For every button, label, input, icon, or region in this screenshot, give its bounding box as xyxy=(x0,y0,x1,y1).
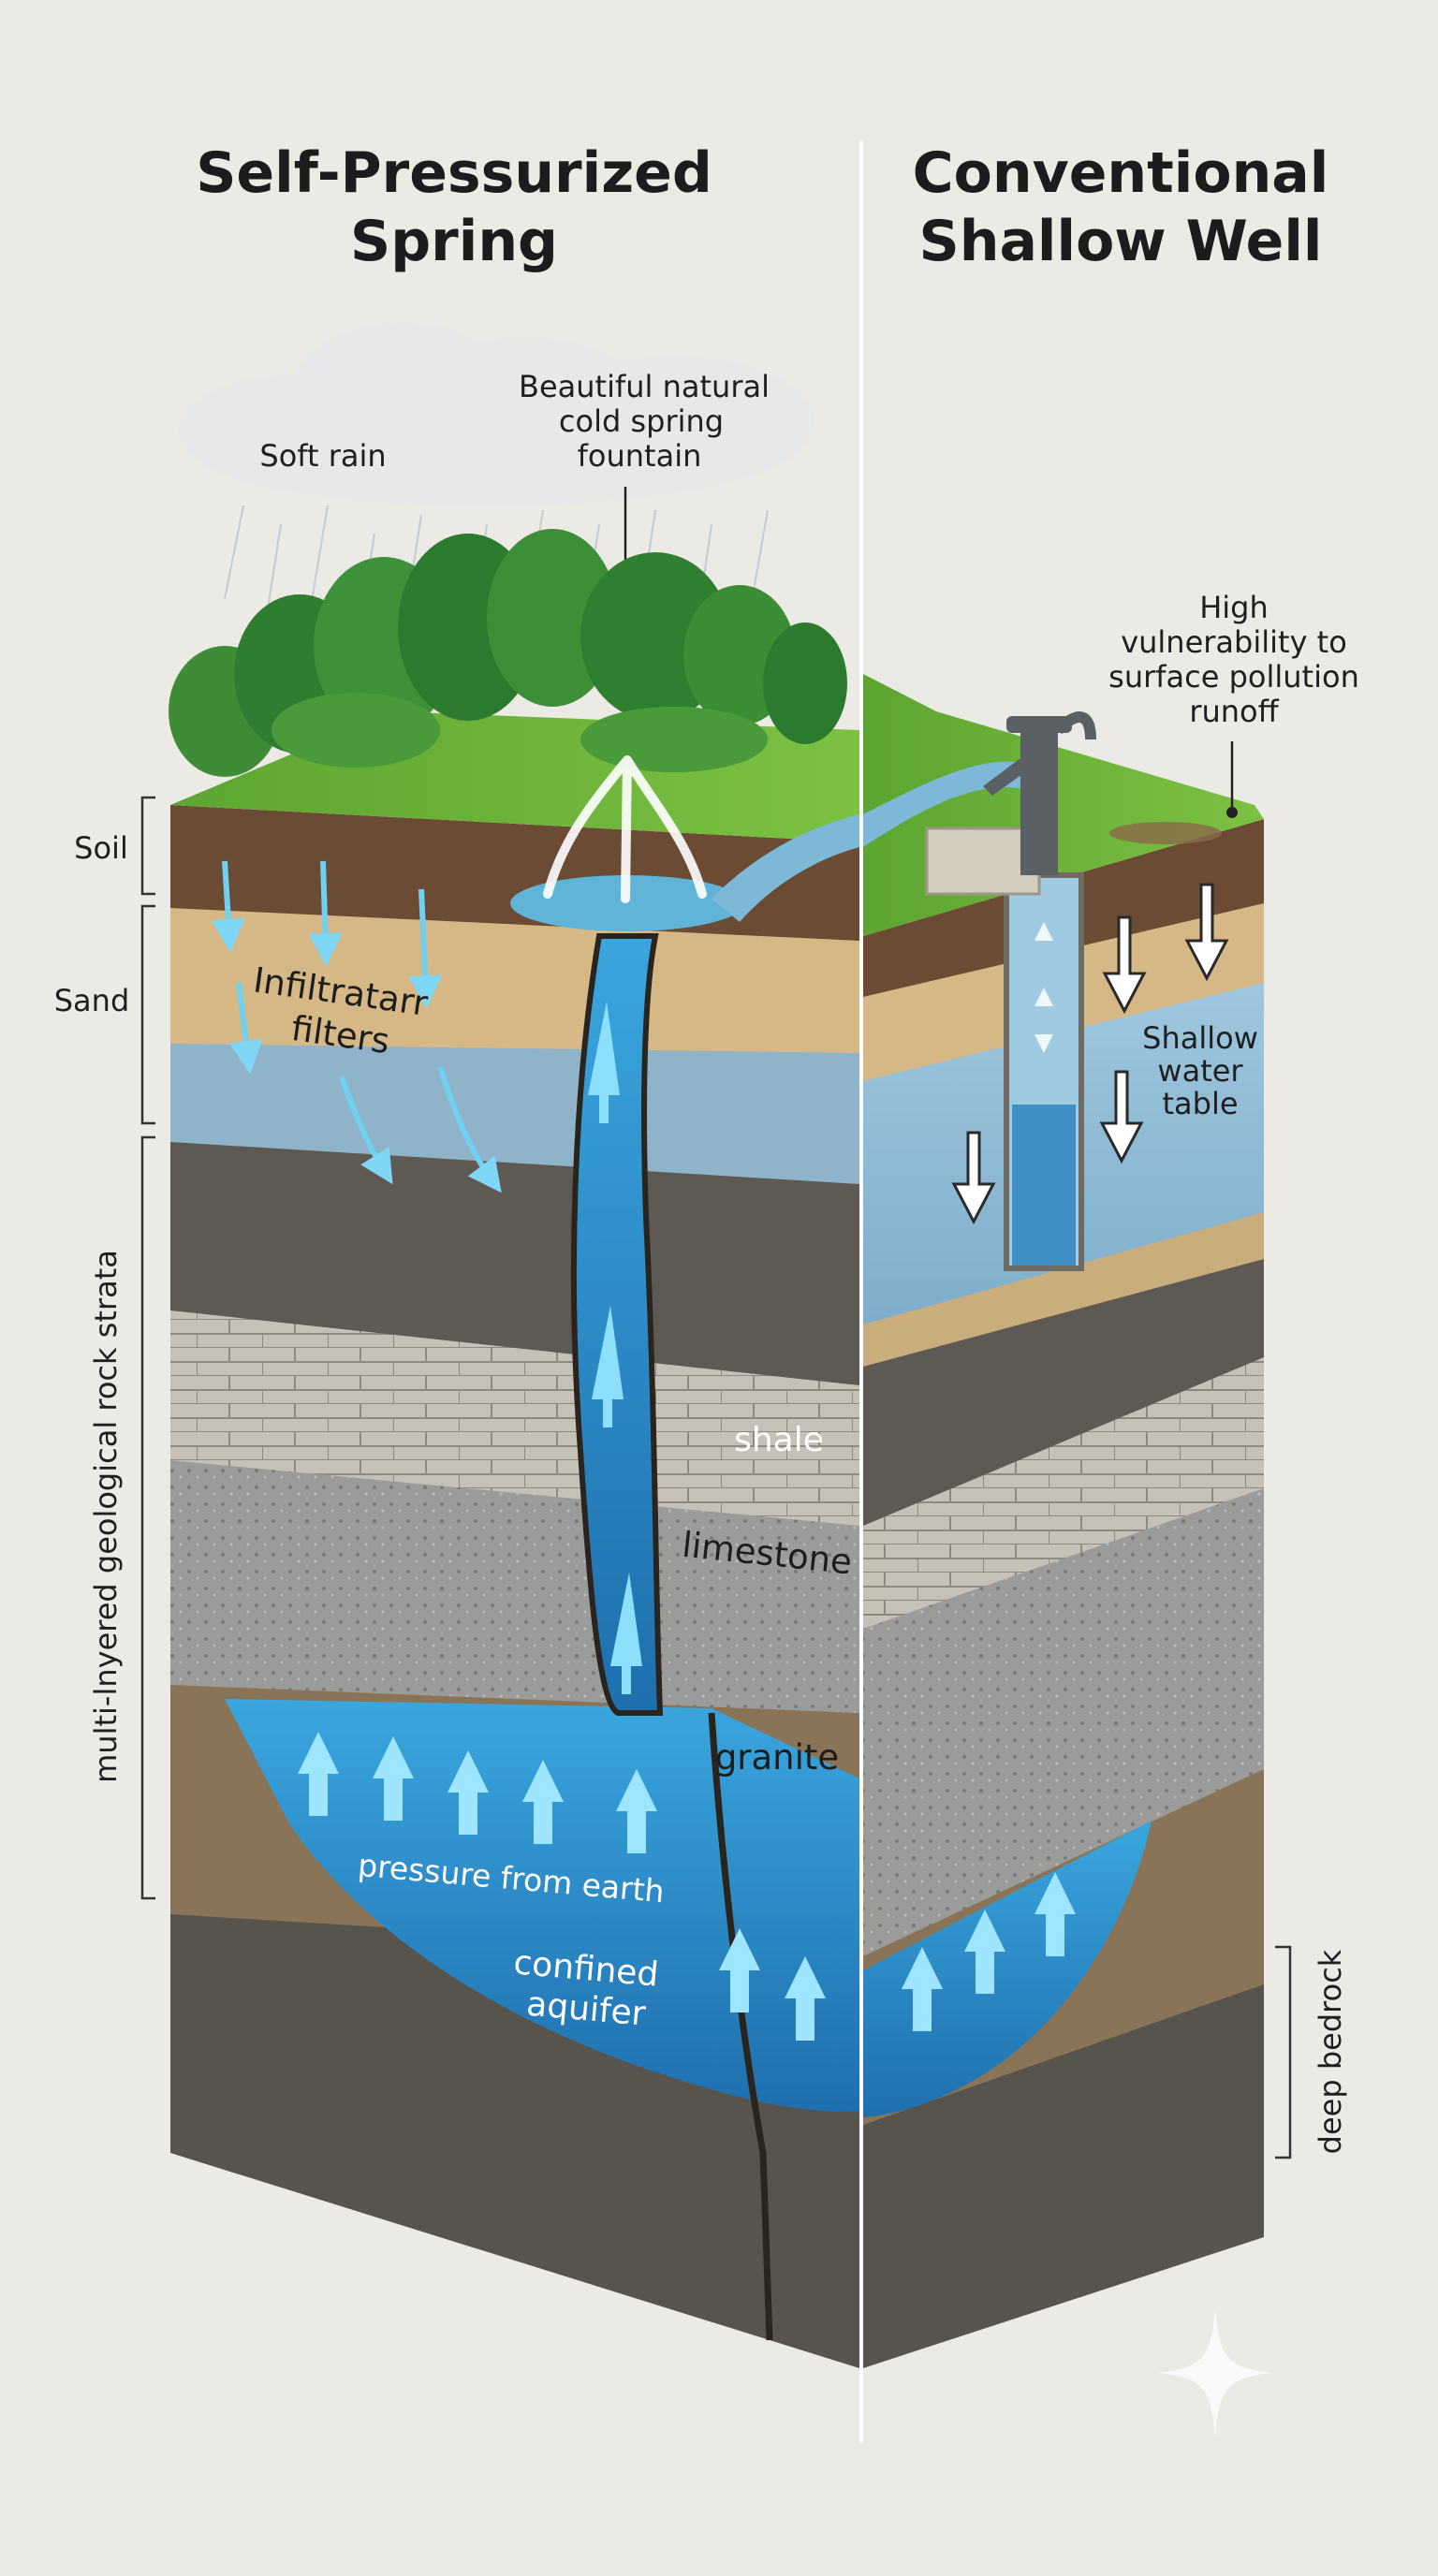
pollution-arrow-2 xyxy=(1184,883,1229,982)
right-shale-layer xyxy=(863,1254,1264,1526)
fountain-label-line1: Beautiful natural xyxy=(519,369,770,404)
bedrock-label: deep bedrock xyxy=(1313,1949,1348,2154)
shallow-label-line1: Shallow xyxy=(1142,1020,1258,1056)
title-left-line2: Spring xyxy=(350,209,558,274)
pollution-label-line4: runoff xyxy=(1189,694,1279,729)
infiltration-arrows xyxy=(211,860,502,1193)
conduit-up-arrow-2 xyxy=(592,1306,624,1427)
conduit-arrows xyxy=(588,1002,642,1694)
sand-bracket xyxy=(140,904,155,1125)
pollution-label-line3: surface pollution xyxy=(1108,659,1359,695)
pollution-down-arrows xyxy=(951,883,1229,1225)
sparkle-icon xyxy=(1157,2307,1273,2438)
shallow-label-line2: water xyxy=(1157,1053,1243,1089)
river-surface xyxy=(712,814,859,922)
left-granite-layer xyxy=(170,1456,859,1713)
soil-bracket xyxy=(140,796,155,896)
pressure-arrow-7 xyxy=(785,1956,826,2041)
infiltration-arrow-1 xyxy=(211,860,245,953)
right-pressure-arrows xyxy=(902,1872,1076,2031)
sand-label: Sand xyxy=(54,983,130,1018)
hand-pump-icon xyxy=(983,711,1096,875)
soft-rain-label: Soft rain xyxy=(259,438,386,474)
pressure-arrow-5 xyxy=(616,1769,657,1853)
infiltration-arrow-2 xyxy=(308,860,343,967)
left-sand-layer xyxy=(170,903,859,1053)
title-left-line1: Self-Pressurized xyxy=(196,140,712,206)
cloud-icon xyxy=(178,323,814,505)
right-pressure-arrow-1 xyxy=(902,1947,943,2031)
soil-label: Soil xyxy=(74,830,128,866)
pollution-label-line1: High xyxy=(1199,590,1269,625)
bedrock-bracket xyxy=(1275,1945,1292,2159)
well-water-column xyxy=(1012,1105,1076,1266)
fountain-label-line2: cold spring xyxy=(559,403,724,439)
right-limestone-layer xyxy=(863,1348,1264,1629)
confined-aquifer xyxy=(225,1699,859,2112)
right-pressure-arrow-2 xyxy=(964,1910,1005,1994)
runoff-patch xyxy=(1109,822,1222,844)
right-pressure-arrow-3 xyxy=(1034,1872,1076,1956)
pollution-arrow-4 xyxy=(951,1131,996,1225)
fountain-label-line3: fountain xyxy=(578,438,702,474)
granite-label: granite xyxy=(715,1737,839,1778)
strata-label: multi-lnyered geological rock strata xyxy=(88,1250,124,1783)
right-granite-layer xyxy=(863,1479,1264,1956)
title-right-line1: Conventional xyxy=(913,140,1329,206)
shale-label: shale xyxy=(734,1421,824,1459)
left-infiltration-band xyxy=(170,1039,859,1184)
pressure-arrow-2 xyxy=(373,1736,414,1821)
strata-bracket xyxy=(140,1135,155,1900)
pressure-arrows xyxy=(298,1732,826,2041)
pollution-arrow-3 xyxy=(1099,1070,1144,1164)
conduit-up-arrow-1 xyxy=(588,1002,620,1123)
pollution-label-line2: vulnerability to xyxy=(1121,624,1347,660)
conduit-up-arrow-3 xyxy=(610,1573,642,1694)
left-shale-layer xyxy=(170,1137,859,1385)
pressure-arrow-6 xyxy=(719,1928,760,2012)
infiltration-arrow-6 xyxy=(437,1066,502,1193)
spring-pool xyxy=(510,875,744,931)
title-right-line2: Shallow Well xyxy=(919,209,1323,274)
pressure-arrow-1 xyxy=(298,1732,339,1816)
infiltration-arrow-3 xyxy=(408,888,443,1009)
pollution-pointer-dot xyxy=(1226,807,1238,818)
spring-fountain-icon xyxy=(543,755,707,903)
right-sand-lower xyxy=(863,1208,1264,1367)
infiltration-arrow-5 xyxy=(339,1076,393,1185)
pressure-arrow-3 xyxy=(448,1750,489,1835)
right-aquifer xyxy=(863,1821,1152,2117)
shallow-label-line3: table xyxy=(1162,1086,1238,1121)
spring-conduit xyxy=(570,933,664,1716)
pressure-arrow-4 xyxy=(522,1760,564,1844)
well-flow-arrows xyxy=(1034,922,1053,1053)
right-strata-block xyxy=(863,674,1264,2368)
pollution-arrow-1 xyxy=(1102,915,1147,1015)
infiltration-arrow-4 xyxy=(228,982,263,1075)
forest-icon xyxy=(169,529,847,777)
